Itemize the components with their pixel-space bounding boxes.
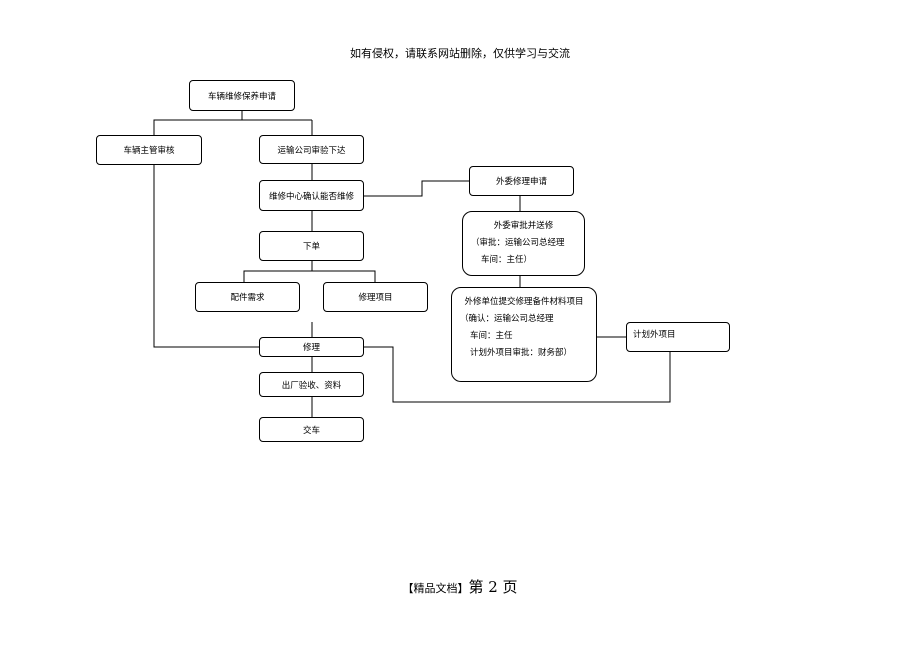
outsource-submit-line2: 车间：主任 <box>470 331 513 341</box>
outsource-submit-line3: 计划外项目审批：财务部） <box>470 348 573 358</box>
connector-order-parts <box>243 261 313 282</box>
outsource-submit-line1: （确认：运输公司总经理 <box>460 314 554 324</box>
outsource-approve-title: 外委审批并送修 <box>493 221 554 231</box>
node-acceptance: 出厂验收、资料 <box>259 372 364 397</box>
node-repair-center: 维修中心确认能否维修 <box>259 180 364 211</box>
node-unplanned: 计划外项目 <box>626 322 730 352</box>
footer-page-number: 第 2 页 <box>468 578 518 596</box>
node-outsource-submit: 外修单位提交修理备件材料项目 （确认：运输公司总经理 车间：主任 计划外项目审批… <box>451 287 597 382</box>
connector-supervisor-repair <box>153 165 260 348</box>
node-items: 修理项目 <box>323 282 428 312</box>
node-transport-issue: 运输公司审验下达 <box>259 135 364 164</box>
node-apply: 车辆维修保养申请 <box>189 80 295 111</box>
node-supervisor: 车辆主管审核 <box>96 135 202 165</box>
node-delivery: 交车 <box>259 417 364 442</box>
outsource-approve-line2: 车间：主任） <box>481 255 533 265</box>
connector-order-items <box>312 270 376 282</box>
node-outsource-approve: 外委审批并送修 （审批：运输公司总经理 车间：主任） <box>462 211 585 276</box>
node-parts: 配件需求 <box>195 282 300 312</box>
footer-prefix: 【精品文档】 <box>402 582 469 595</box>
outsource-submit-title: 外修单位提交修理备件材料项目 <box>464 297 584 307</box>
page-header: 如有侵权，请联系网站删除，仅供学习与交流 <box>350 47 570 60</box>
page-footer: 【精品文档】第 2 页 <box>0 576 920 597</box>
node-order: 下单 <box>259 231 364 261</box>
outsource-approve-line1: （审批：运输公司总经理 <box>471 238 565 248</box>
node-repair: 修理 <box>259 337 364 357</box>
connector-apply-split <box>153 111 243 135</box>
connector-unplanned-repair <box>364 346 671 403</box>
node-outsource-apply: 外委修理申请 <box>469 166 574 196</box>
connector-center-outsource <box>364 180 469 197</box>
